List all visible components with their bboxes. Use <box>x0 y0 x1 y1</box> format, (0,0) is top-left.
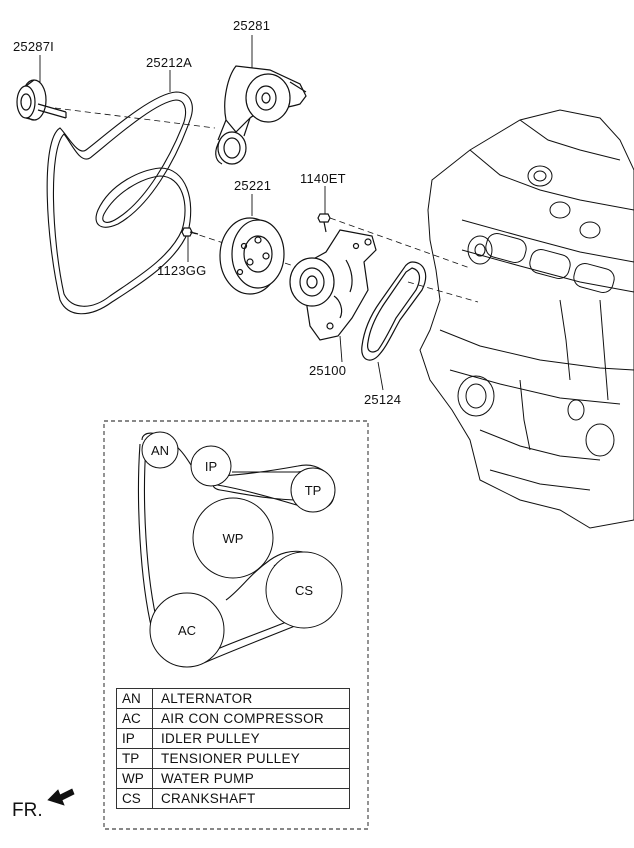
pulley-cs-label: CS <box>295 583 313 598</box>
legend-code: CS <box>116 788 153 809</box>
pulley-wp-circle <box>192 497 274 579</box>
legend-name: IDLER PULLEY <box>152 728 350 749</box>
part-label-25100: 25100 <box>309 363 347 378</box>
pulley-an-label: AN <box>151 443 169 458</box>
idler-pulley-drawing <box>16 79 67 121</box>
pulley-legend-table: AN ALTERNATOR AC AIR CON COMPRESSOR IP I… <box>116 688 350 809</box>
pulley-wp-label: WP <box>223 531 244 546</box>
tensioner-drawing <box>215 65 307 165</box>
part-label-25287i: 25287I <box>13 39 54 54</box>
front-marker-label: FR. <box>12 800 43 821</box>
pulley-ip-circle <box>190 445 232 487</box>
water-pump-drawing <box>289 229 377 341</box>
routing-pulley-labels: AN IP TP WP CS AC <box>151 443 321 638</box>
legend-code: WP <box>116 768 153 789</box>
pulley-ip-label: IP <box>205 459 217 474</box>
routing-pulleys <box>141 431 343 668</box>
part-label-25221: 25221 <box>234 178 272 193</box>
legend-row: AN ALTERNATOR <box>116 688 350 709</box>
engine-block-drawing <box>419 109 634 529</box>
pulley-tp-circle <box>290 467 336 513</box>
legend-name: ALTERNATOR <box>152 688 350 709</box>
legend-row: CS CRANKSHAFT <box>116 788 350 809</box>
part-label-1123gg: 1123GG <box>157 263 207 278</box>
legend-name: CRANKSHAFT <box>152 788 350 809</box>
part-label-25212a: 25212A <box>146 55 193 70</box>
legend-row: WP WATER PUMP <box>116 768 350 789</box>
bolts-drawing <box>181 213 331 237</box>
pulley-an-circle <box>141 431 179 469</box>
water-pump-pulley-drawing <box>219 217 285 295</box>
drive-belt-drawing <box>46 91 193 315</box>
part-label-1140et: 1140ET <box>300 171 346 186</box>
legend-name: WATER PUMP <box>152 768 350 789</box>
front-arrow-icon <box>47 788 75 806</box>
leader-lines <box>39 35 384 391</box>
gasket-drawing <box>361 261 427 361</box>
part-label-25124: 25124 <box>364 392 402 407</box>
legend-row: TP TENSIONER PULLEY <box>116 748 350 769</box>
legend-row: AC AIR CON COMPRESSOR <box>116 708 350 729</box>
part-label-25281: 25281 <box>233 18 271 33</box>
legend-code: AN <box>116 688 153 709</box>
pulley-tp-label: TP <box>305 483 322 498</box>
legend-name: AIR CON COMPRESSOR <box>152 708 350 729</box>
pulley-ac-label: AC <box>178 623 196 638</box>
pulley-ac-circle <box>149 592 225 668</box>
legend-code: TP <box>116 748 153 769</box>
legend-name: TENSIONER PULLEY <box>152 748 350 769</box>
legend-row: IP IDLER PULLEY <box>116 728 350 749</box>
legend-code: IP <box>116 728 153 749</box>
pulley-cs-circle <box>265 551 343 629</box>
legend-code: AC <box>116 708 153 729</box>
